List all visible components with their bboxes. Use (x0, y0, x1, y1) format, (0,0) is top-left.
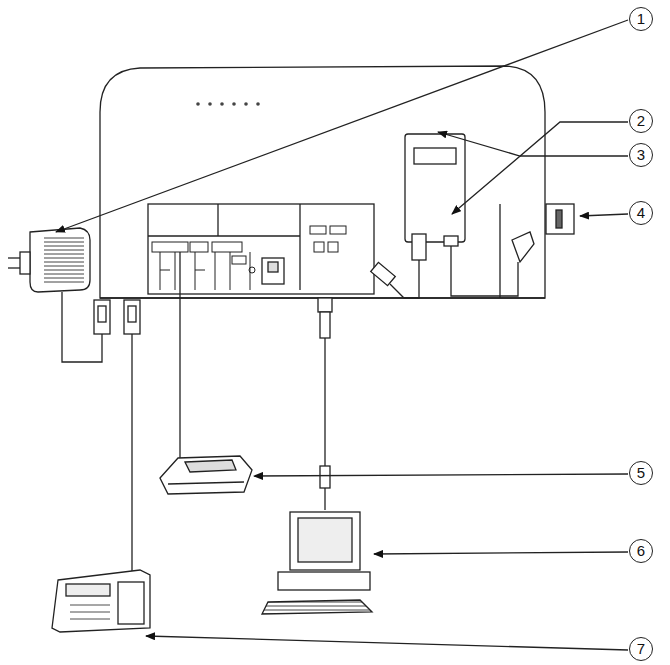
callout-number: 2 (629, 109, 653, 133)
callout-number: 4 (629, 201, 653, 225)
callout-number: 1 (629, 7, 653, 31)
callout-number: 3 (629, 143, 653, 167)
callout-number: 5 (629, 461, 653, 485)
callout-number: 7 (629, 637, 653, 661)
callout-number: 6 (629, 539, 653, 563)
